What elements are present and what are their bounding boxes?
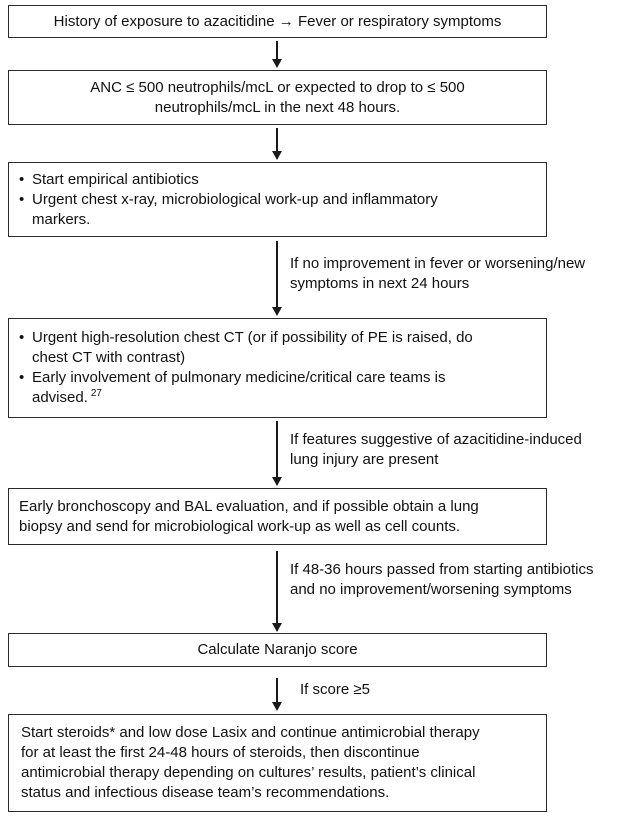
bullet-text: Urgent chest x-ray, microbiological work… [32, 191, 438, 228]
down-arrow-5 [276, 551, 278, 624]
bullet-icon: • [19, 191, 25, 208]
down-arrow-2 [276, 128, 278, 152]
flow-box-bronchoscopy: Early bronchoscopy and BAL evaluation, a… [8, 488, 547, 545]
flow-box-bronchoscopy-text: Early bronchoscopy and BAL evaluation, a… [19, 498, 479, 535]
flow-box-exposure-history-text: History of exposure to azacitidine → Fev… [53, 12, 502, 30]
connector-label-after-box3: If no improvement in fever or worsening/… [290, 255, 586, 292]
bullet-text: Urgent high-resolution chest CT (or if p… [32, 329, 473, 366]
bullet-item: • Urgent chest x-ray, microbiological wo… [19, 190, 538, 230]
bullet-icon: • [19, 171, 25, 188]
bullet-item: • Early involvement of pulmonary medicin… [19, 368, 538, 408]
connector-label-after-box5: If 48-36 hours passed from starting anti… [290, 561, 594, 598]
flow-box-naranjo-score: Calculate Naranjo score [8, 633, 547, 667]
reference-superscript: 27 [90, 388, 102, 399]
flow-box-chest-ct: • Urgent high-resolution chest CT (or if… [8, 318, 547, 418]
down-arrow-6 [276, 678, 278, 703]
connector-label-after-box6: If score ≥5 [300, 681, 370, 698]
bullet-text: Start empirical antibiotics [32, 171, 199, 188]
bullet-item: • Start empirical antibiotics [19, 170, 538, 190]
connector-label-after-box4: If features suggestive of azacitidine-in… [290, 431, 582, 468]
down-arrow-3 [276, 241, 278, 308]
down-arrow-4 [276, 421, 278, 478]
bullet-icon: • [19, 329, 25, 346]
bullet-text: Early involvement of pulmonary medicine/… [32, 368, 538, 408]
bullet-item: • Urgent high-resolution chest CT (or if… [19, 328, 538, 368]
down-arrow-1 [276, 41, 278, 60]
flow-box-initial-management: • Start empirical antibiotics • Urgent c… [8, 162, 547, 237]
flow-box-steroids-treatment-text: Start steroids* and low dose Lasix and c… [21, 724, 480, 801]
bullet-text-main: Early involvement of pulmonary medicine/… [32, 369, 446, 406]
flow-box-anc-criteria-text: ANC ≤ 500 neutrophils/mcL or expected to… [90, 78, 465, 116]
flow-box-exposure-history: History of exposure to azacitidine → Fev… [8, 5, 547, 38]
flow-box-naranjo-score-text: Calculate Naranjo score [197, 641, 358, 658]
bullet-icon: • [19, 369, 25, 386]
flow-box-steroids-treatment: Start steroids* and low dose Lasix and c… [8, 714, 547, 812]
flow-box-anc-criteria: ANC ≤ 500 neutrophils/mcL or expected to… [8, 70, 547, 125]
